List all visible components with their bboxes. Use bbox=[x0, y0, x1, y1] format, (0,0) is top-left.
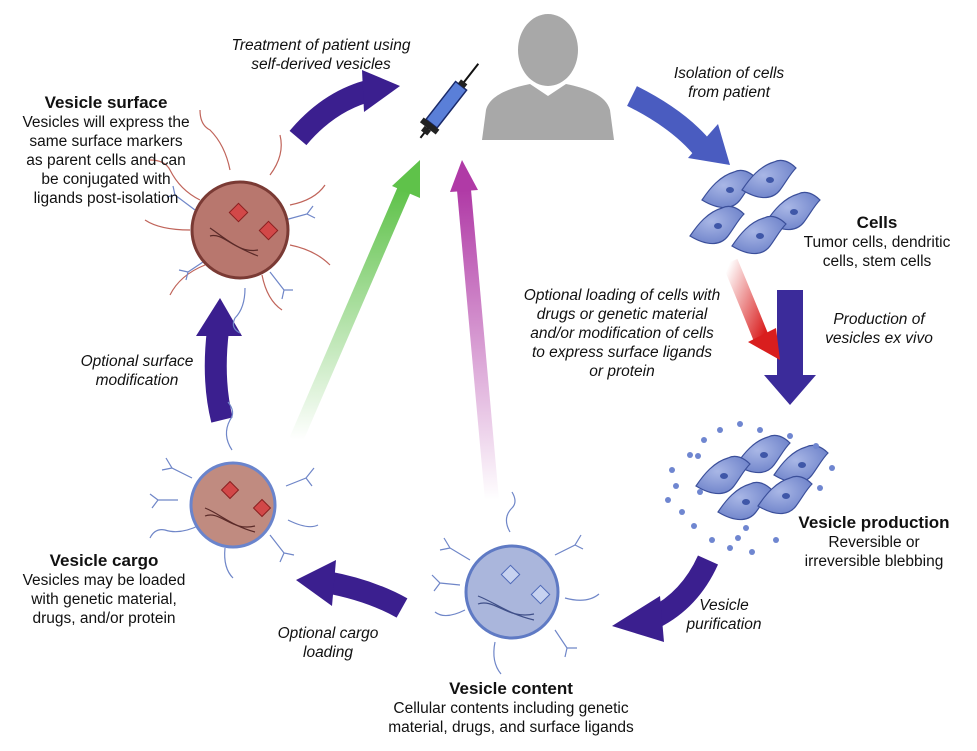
label-line: Treatment of patient using bbox=[231, 37, 411, 54]
label-line: self-derived vesicles bbox=[251, 56, 391, 73]
label-vesicle-cargo: Vesicle cargo Vesicles may be loaded wit… bbox=[6, 550, 202, 628]
label-line: Reversible or bbox=[828, 534, 920, 551]
label-line: and/or modification of cells bbox=[530, 325, 714, 342]
arrow-green bbox=[289, 160, 420, 443]
vesicle-cargo-icon bbox=[149, 401, 319, 579]
label-line: from patient bbox=[688, 84, 770, 101]
label-line: ligands post-isolation bbox=[33, 190, 179, 207]
label-vesicle-content: Vesicle content Cellular contents includ… bbox=[356, 678, 666, 737]
label-line: drugs or genetic material bbox=[536, 306, 708, 323]
label-line: Vesicles may be loaded bbox=[22, 572, 186, 589]
vesicle-production-title: Vesicle production bbox=[798, 513, 950, 532]
label-line: Production of bbox=[833, 311, 925, 328]
label-cells: Cells Tumor cells, dendritic cells, stem… bbox=[782, 212, 972, 271]
label-vesicle-purification: Vesicle purification bbox=[664, 596, 784, 634]
label-line: same surface markers bbox=[29, 133, 183, 150]
label-line: drugs, and/or protein bbox=[32, 610, 176, 627]
arrow-optional-loading bbox=[722, 258, 780, 360]
arrow-cargo-loading bbox=[296, 560, 408, 618]
arrow-isolation bbox=[627, 86, 730, 165]
vesicle-cargo-title: Vesicle cargo bbox=[49, 551, 159, 570]
arrow-magenta bbox=[450, 160, 499, 501]
label-line: irreversible blebbing bbox=[804, 553, 944, 570]
label-production: Production of vesicles ex vivo bbox=[814, 310, 944, 348]
vesicle-content-icon bbox=[431, 491, 600, 675]
label-line: purification bbox=[686, 616, 762, 633]
arrow-surface-modification bbox=[196, 298, 242, 423]
label-isolation: Isolation of cells from patient bbox=[654, 64, 804, 102]
label-line: Optional surface bbox=[80, 353, 194, 370]
label-line: or protein bbox=[589, 363, 655, 380]
label-line: modification bbox=[95, 372, 179, 389]
label-line: Optional loading of cells with bbox=[523, 287, 721, 304]
label-line: with genetic material, bbox=[31, 591, 177, 608]
syringe-icon bbox=[419, 63, 480, 139]
vesicle-surface-title: Vesicle surface bbox=[44, 93, 168, 112]
label-vesicle-surface: Vesicle surface Vesicles will express th… bbox=[6, 92, 206, 208]
label-optional-cargo: Optional cargo loading bbox=[268, 624, 388, 662]
label-line: Isolation of cells bbox=[673, 65, 785, 82]
label-line: to express surface ligands bbox=[531, 344, 713, 361]
label-line: cells, stem cells bbox=[822, 253, 932, 270]
vesicle-content-title: Vesicle content bbox=[449, 679, 573, 698]
arrow-treatment bbox=[289, 70, 400, 146]
label-line: loading bbox=[303, 644, 353, 661]
label-line: Tumor cells, dendritic bbox=[803, 234, 951, 251]
label-vesicle-production: Vesicle production Reversible or irrever… bbox=[776, 512, 972, 571]
arrow-production bbox=[764, 290, 816, 405]
label-line: be conjugated with bbox=[41, 171, 171, 188]
person-icon bbox=[482, 14, 614, 140]
label-optional-surface: Optional surface modification bbox=[66, 352, 208, 390]
label-line: Vesicles will express the bbox=[22, 114, 190, 131]
label-line: Cellular contents including genetic bbox=[393, 700, 629, 717]
arrow-purification bbox=[612, 555, 719, 642]
vesicle-surface-icon bbox=[144, 109, 331, 334]
label-optional-loading: Optional loading of cells with drugs or … bbox=[505, 286, 739, 381]
cells-title: Cells bbox=[856, 213, 898, 232]
label-line: vesicles ex vivo bbox=[825, 330, 933, 347]
vesicle-production-icon bbox=[665, 421, 835, 555]
label-line: Optional cargo bbox=[277, 625, 379, 642]
label-line: as parent cells and can bbox=[26, 152, 186, 169]
label-line: Vesicle bbox=[699, 597, 749, 614]
label-treatment: Treatment of patient using self-derived … bbox=[212, 36, 430, 74]
label-line: material, drugs, and surface ligands bbox=[388, 719, 634, 736]
